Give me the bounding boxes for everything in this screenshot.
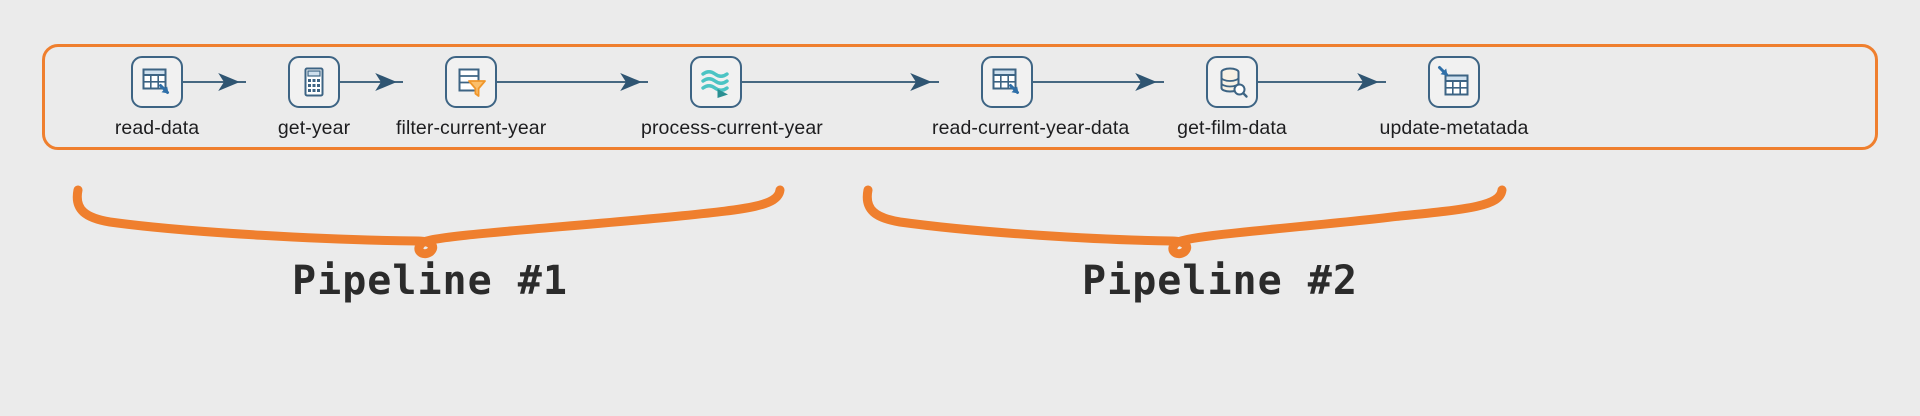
flow-node-get-year[interactable]: get-year bbox=[239, 56, 389, 140]
node-icon-box bbox=[981, 56, 1033, 108]
database-search-icon bbox=[1220, 67, 1248, 98]
pipeline-1-caption: Pipeline #1 bbox=[292, 258, 568, 304]
brace-pipeline-2 bbox=[862, 185, 1507, 259]
node-icon-box bbox=[690, 56, 742, 108]
calculator-icon bbox=[304, 67, 324, 97]
flow-node-filter-current-year[interactable]: filter-current-year bbox=[396, 56, 546, 140]
table-export-icon bbox=[142, 68, 169, 94]
flow-node-get-film-data[interactable]: get-film-data bbox=[1157, 56, 1307, 140]
pipeline-2-caption: Pipeline #2 bbox=[1082, 258, 1358, 304]
flow-node-process-current-year[interactable]: process-current-year bbox=[641, 56, 823, 140]
flow-node-label: get-film-data bbox=[1177, 117, 1287, 139]
node-icon-box bbox=[1206, 56, 1258, 108]
flow-node-read-data[interactable]: read-data bbox=[82, 56, 232, 140]
table-export-icon bbox=[992, 68, 1019, 94]
flow-node-label: update-metatada bbox=[1379, 117, 1529, 139]
flow-nodes: read-data get-year bbox=[42, 44, 1878, 150]
flow-node-label: filter-current-year bbox=[396, 117, 547, 139]
flow-node-read-current-year-data[interactable]: read-current-year-data bbox=[932, 56, 1130, 140]
filter-funnel-icon bbox=[458, 68, 486, 97]
brace-pipeline-1 bbox=[72, 185, 785, 259]
flow-node-update-metatada[interactable]: update-metatada bbox=[1379, 56, 1529, 140]
node-icon-box bbox=[131, 56, 183, 108]
node-icon-box bbox=[445, 56, 497, 108]
node-icon-box bbox=[1428, 56, 1480, 108]
flow-node-label: get-year bbox=[277, 117, 351, 139]
flow-container-outline bbox=[42, 44, 1878, 150]
flow-node-label: read-current-year-data bbox=[932, 117, 1130, 139]
table-import-icon bbox=[1438, 66, 1469, 96]
stream-play-icon bbox=[701, 70, 729, 98]
flow-node-label: read-data bbox=[114, 117, 200, 139]
node-icon-box bbox=[288, 56, 340, 108]
flow-node-label: process-current-year bbox=[641, 117, 823, 139]
